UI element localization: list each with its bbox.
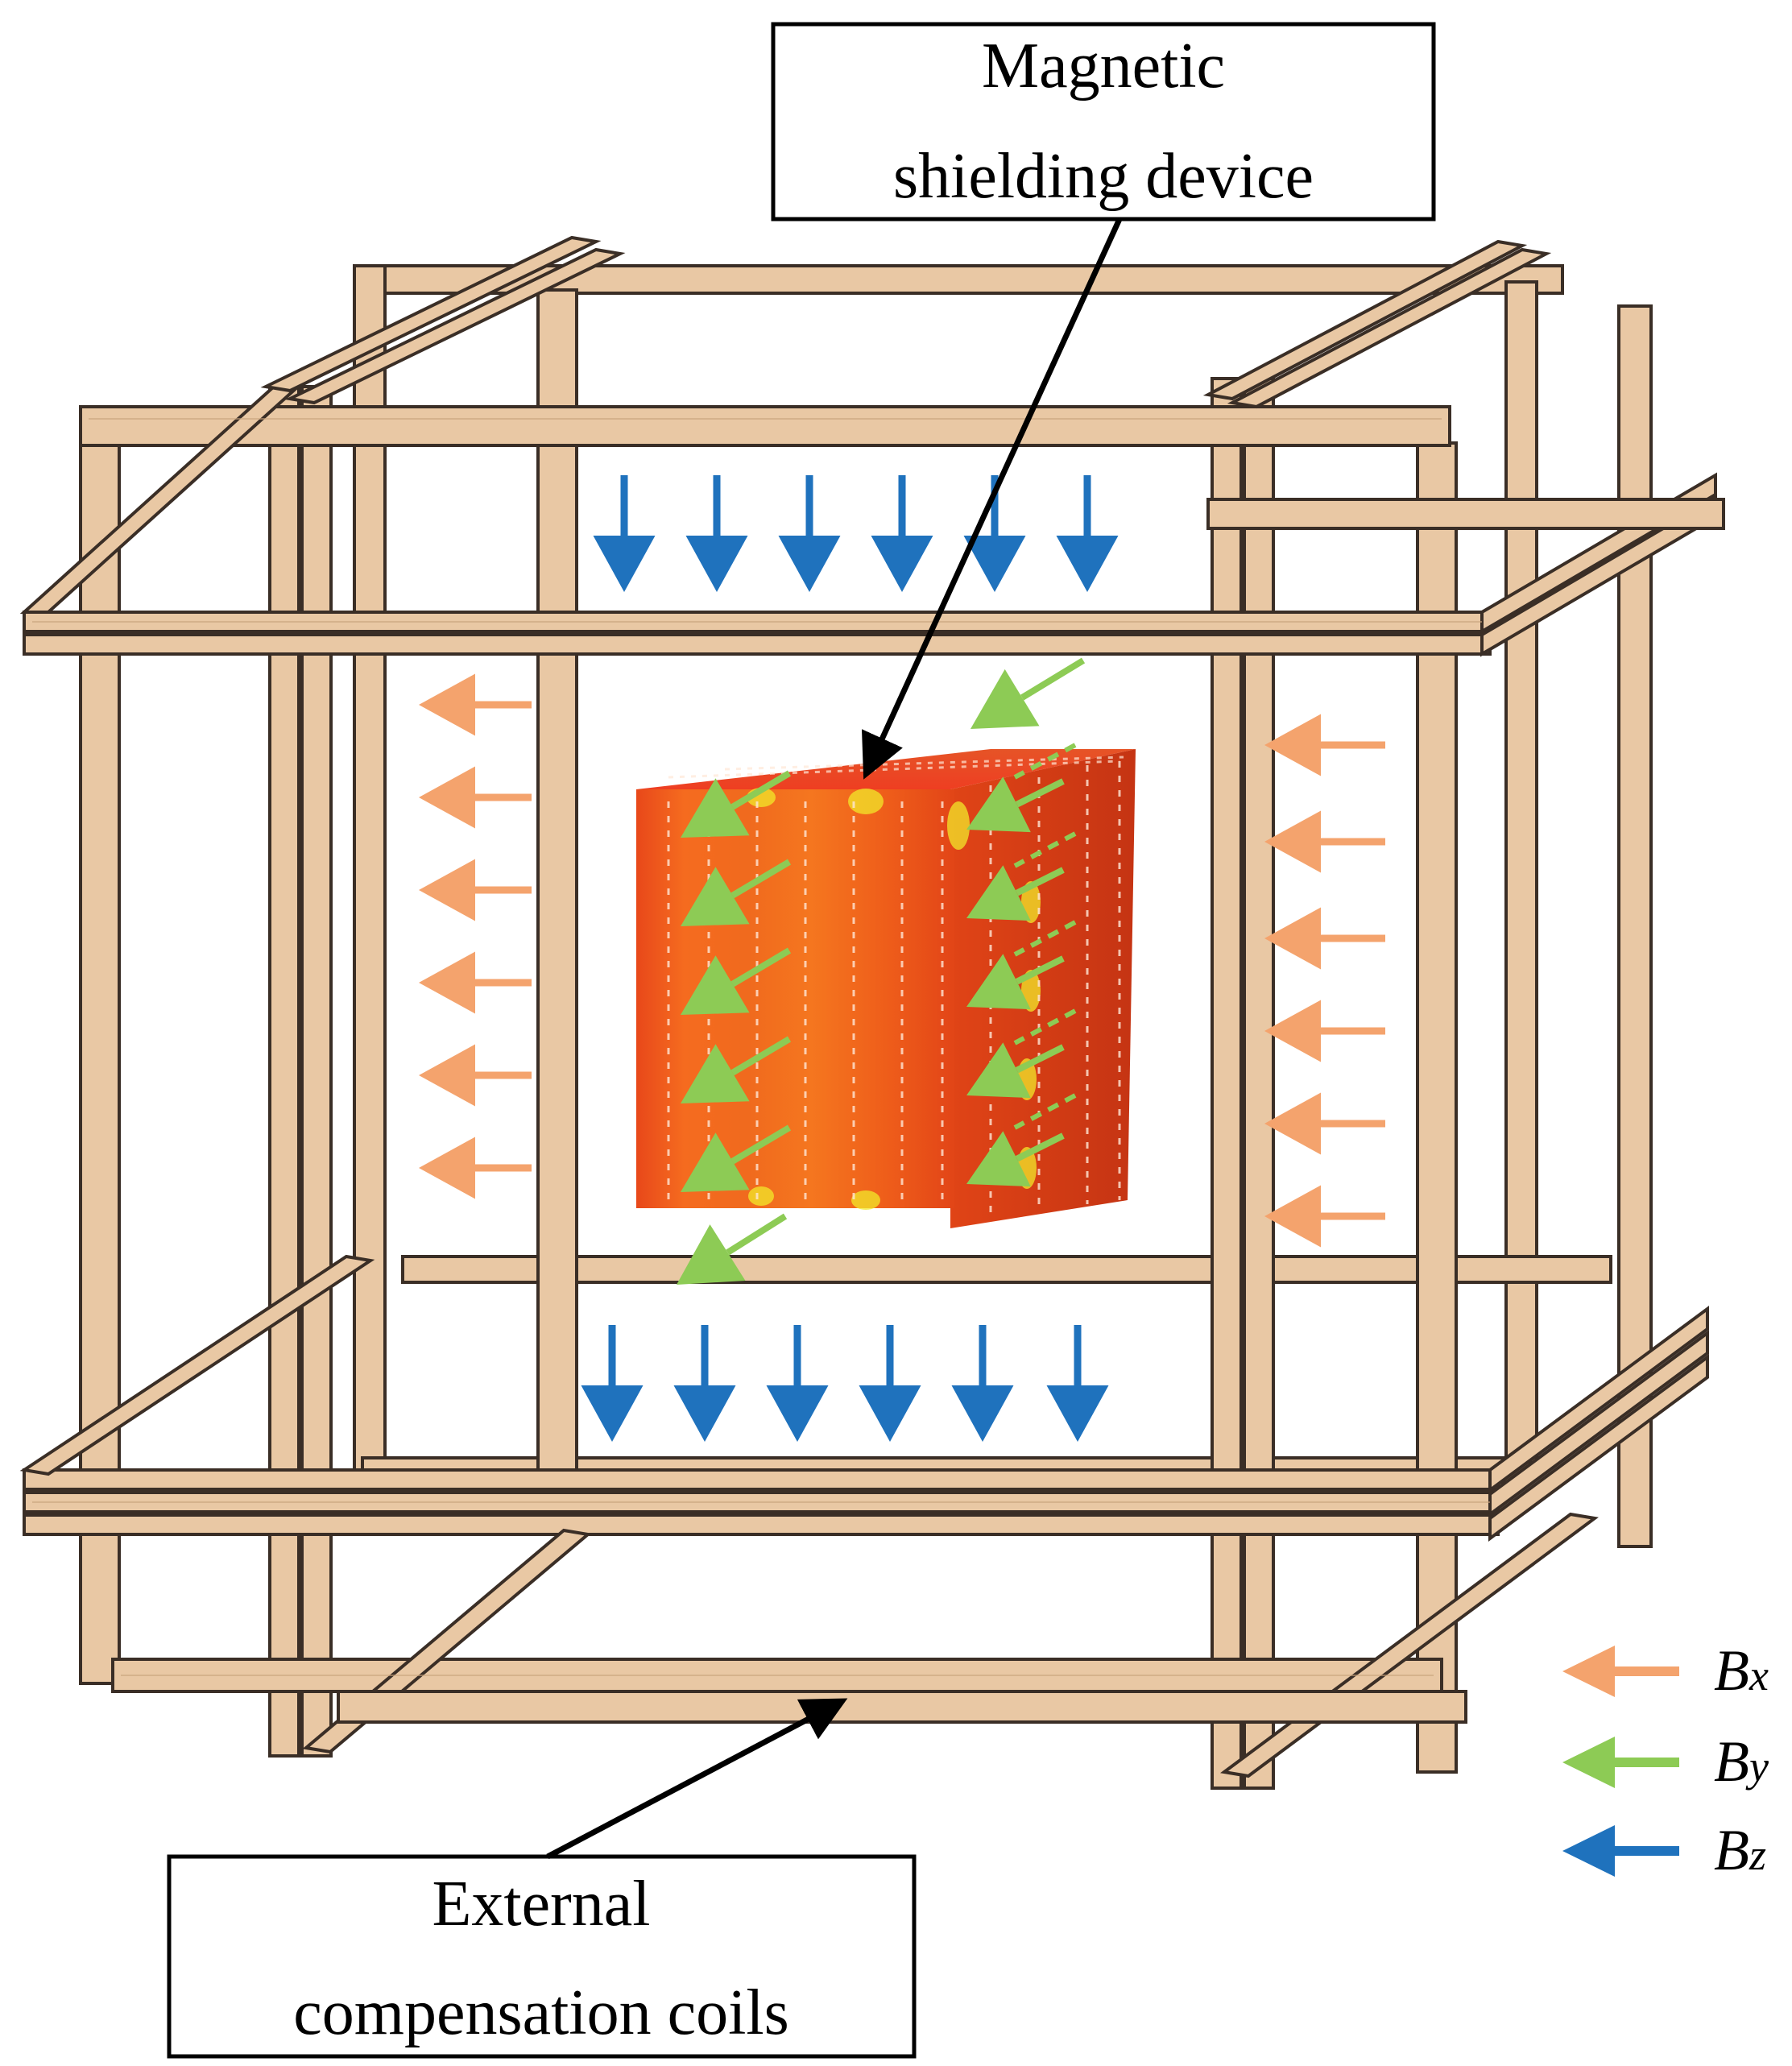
callout-bottom-leader: [546, 1698, 848, 1860]
magnetic-shielding-cube: [636, 749, 1136, 1228]
svg-text:Bx: Bx: [1714, 1638, 1769, 1703]
by-arrow-side: [966, 1131, 1065, 1187]
legend-item-by: By: [1562, 1729, 1769, 1794]
by-arrow-front: [681, 947, 792, 1015]
callout-top-line1: Magnetic: [982, 31, 1225, 101]
bz-field-arrows: [581, 475, 1119, 1442]
bx-arrow-right: [1264, 714, 1385, 776]
bx-arrow-left: [419, 1137, 532, 1199]
callout-top-leader: [861, 217, 1123, 780]
bz-arrow-top: [778, 475, 841, 592]
bz-arrow-top: [593, 475, 656, 592]
by-arrow-front: [681, 859, 792, 926]
cube-flux-lines: [667, 761, 1121, 1216]
bx-arrow-right: [1264, 1185, 1385, 1248]
callout-bottom-line2: compensation coils: [293, 1977, 788, 2048]
bx-arrow-right: [1264, 810, 1385, 873]
bx-arrow-right: [1264, 1092, 1385, 1155]
callout-box-bottom: [167, 1854, 917, 2059]
svg-text:By: By: [1714, 1729, 1769, 1794]
by-arrow-side: [966, 954, 1065, 1010]
bz-arrow-top: [685, 475, 748, 592]
by-arrow-front: [681, 1036, 792, 1103]
by-arrow-side: [966, 1042, 1065, 1099]
compensation-coil-frame: [19, 235, 1725, 1790]
bx-arrow-left: [419, 1044, 532, 1107]
callout-compensation-coils: External compensation coils: [167, 1698, 917, 2059]
cube-right-face: [950, 749, 1136, 1228]
bz-arrow-bottom: [581, 1325, 644, 1442]
bx-arrow-left: [419, 859, 532, 921]
by-arrow-front: [681, 1124, 792, 1192]
legend-item-bx: Bx: [1562, 1638, 1769, 1703]
orange-arrow-icon: [1562, 1646, 1615, 1697]
by-arrow: [970, 657, 1086, 729]
callout-box-top: [771, 22, 1436, 222]
legend-item-bz: Bz: [1562, 1818, 1766, 1882]
bx-arrow-left: [419, 951, 532, 1014]
by-arrow-side: [966, 865, 1065, 921]
bx-arrow-left: [419, 673, 532, 736]
by-arrow-side: [966, 776, 1065, 833]
bx-arrow-right: [1264, 907, 1385, 970]
lower-rails: [19, 1254, 1709, 1778]
green-arrow-icon: [1562, 1737, 1615, 1788]
bz-arrow-bottom: [859, 1325, 921, 1442]
callout-shielding-device: Magnetic shielding device: [771, 22, 1436, 780]
by-arrow: [677, 1213, 788, 1285]
blue-arrow-icon: [1562, 1825, 1615, 1877]
svg-text:Bz: Bz: [1714, 1818, 1766, 1882]
upper-rails: [19, 235, 1725, 657]
bz-arrow-top: [871, 475, 933, 592]
by-arrow-front: [681, 770, 792, 838]
bz-arrow-top: [1056, 475, 1119, 592]
callout-bottom-line1: External: [432, 1869, 651, 1940]
cube-front-face: [636, 789, 954, 1208]
bz-arrow-bottom: [1046, 1325, 1109, 1442]
wood-grain: [32, 418, 1490, 1676]
legend: Bx By Bz: [1562, 1638, 1769, 1882]
bx-arrow-left: [419, 766, 532, 829]
bz-arrow-top: [963, 475, 1026, 592]
bz-arrow-bottom: [951, 1325, 1014, 1442]
bz-arrow-bottom: [673, 1325, 736, 1442]
by-field-arrows: [677, 657, 1086, 1285]
callout-top-line2: shielding device: [893, 141, 1314, 212]
bx-field-arrows: [419, 673, 1385, 1248]
bx-arrow-right: [1264, 1000, 1385, 1062]
bz-arrow-bottom: [766, 1325, 829, 1442]
